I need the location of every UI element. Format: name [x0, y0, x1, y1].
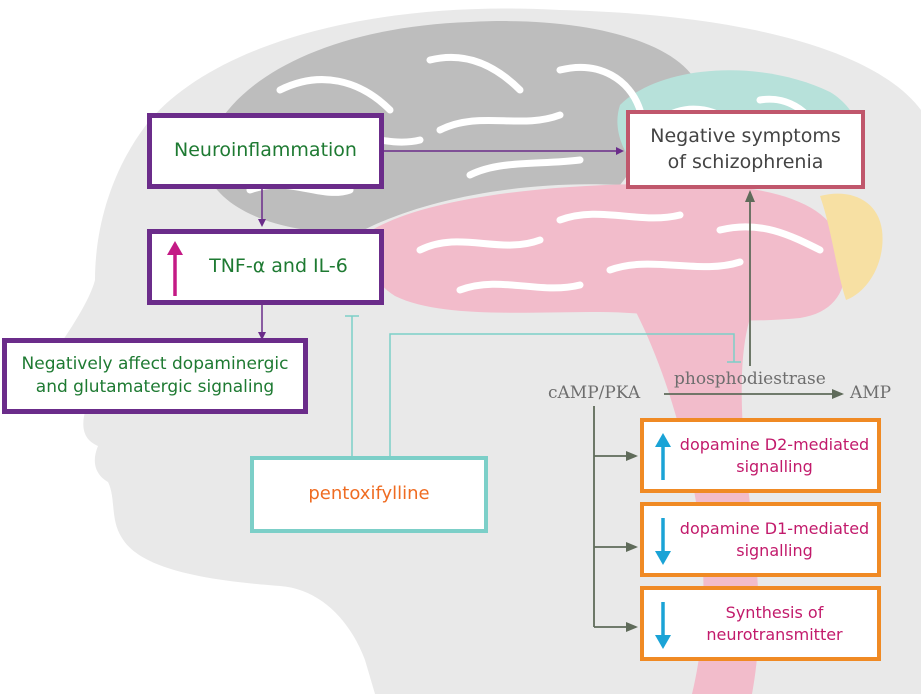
camp-pka-label: cAMP/PKA — [548, 383, 641, 403]
cytokines-box: TNF-α and IL-6 — [147, 229, 384, 305]
d2-signalling-box: dopamine D2-mediated signalling — [640, 418, 881, 493]
d1-signalling-label: dopamine D1-mediated signalling — [679, 518, 870, 560]
pentoxifylline-label: pentoxifylline — [308, 483, 430, 505]
pentoxifylline-box: pentoxifylline — [250, 456, 488, 533]
neuroinflammation-box: Neuroinflammation — [147, 113, 384, 189]
decrease-arrow-icon — [655, 518, 671, 565]
phosphodiestrase-label: phosphodiestrase — [674, 369, 826, 389]
cytokines-label: TNF-α and IL-6 — [209, 255, 348, 278]
negative-symptoms-box: Negative symptoms of schizophrenia — [626, 110, 865, 189]
signaling-effect-box: Negatively affect dopaminergic and gluta… — [2, 338, 308, 414]
neuroinflammation-label: Neuroinflammation — [174, 139, 357, 162]
signaling-effect-label: Negatively affect dopaminergic and gluta… — [21, 354, 289, 397]
increase-arrow-icon — [167, 241, 183, 296]
increase-arrow-icon — [655, 433, 671, 480]
negative-symptoms-label: Negative symptoms of schizophrenia — [650, 124, 841, 173]
inhibit-pde-line — [389, 333, 735, 456]
d1-signalling-box: dopamine D1-mediated signalling — [640, 502, 881, 577]
occipital-area — [820, 193, 883, 300]
d2-signalling-label: dopamine D2-mediated signalling — [679, 434, 870, 476]
synthesis-label: Synthesis of neurotransmitter — [706, 602, 843, 644]
amp-label: AMP — [850, 383, 892, 403]
synthesis-box: Synthesis of neurotransmitter — [640, 586, 881, 661]
decrease-arrow-icon — [655, 602, 671, 649]
